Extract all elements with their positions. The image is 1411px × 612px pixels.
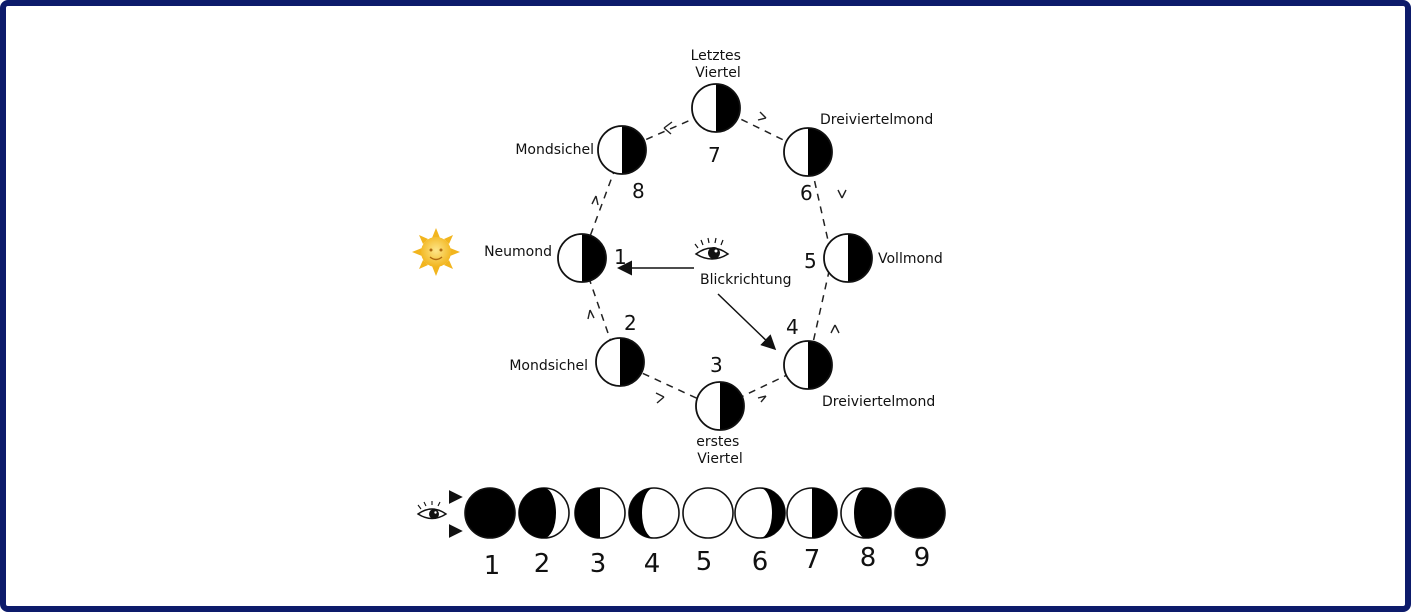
- strip-moon-5: [682, 487, 734, 539]
- orbit-number-8: 8: [632, 179, 645, 203]
- strip-moon-7: [786, 487, 838, 539]
- strip-number-4: 4: [644, 549, 661, 579]
- orbit-number-2: 2: [624, 311, 637, 335]
- orbit-number-5: 5: [804, 249, 817, 273]
- orbit-label-dreiviertelmond-4: Dreiviertelmond: [822, 394, 935, 410]
- sun-icon: [412, 228, 460, 276]
- orbit-label-mondsichel-2: Mondsichel: [509, 358, 588, 374]
- orbit-moon-1: [557, 233, 607, 283]
- orbit-number-6: 6: [800, 181, 813, 205]
- eye-icon: [416, 501, 448, 520]
- orbit-label-mondsichel-8: Mondsichel: [515, 142, 594, 158]
- orbit-moon-8: [597, 125, 647, 175]
- orbit-label-neumond: Neumond: [484, 244, 552, 260]
- strip-moon-8: [840, 487, 892, 539]
- strip-number-8: 8: [860, 543, 877, 573]
- orbit-number-7: 7: [708, 143, 721, 167]
- strip-moon-1: [464, 487, 516, 539]
- strip-moon-9: [894, 487, 946, 539]
- orbit-moon-4: [783, 340, 833, 390]
- strip-number-6: 6: [752, 547, 769, 577]
- strip-moon-4: [628, 487, 680, 539]
- view-arrow-to-4: [717, 293, 777, 351]
- orbit-label-erstes-viertel: erstes Viertel: [696, 434, 744, 467]
- orbit-number-3: 3: [710, 353, 723, 377]
- orbit-label-vollmond: Vollmond: [878, 251, 943, 267]
- orbit-direction-markers: [587, 111, 847, 404]
- strip-moon-2: [518, 487, 570, 539]
- strip-number-1: 1: [484, 551, 501, 581]
- orbit-moon-7: [691, 83, 741, 133]
- orbit-number-1: 1: [614, 245, 627, 269]
- strip-moon-3: [574, 487, 626, 539]
- eye-icon: [694, 237, 730, 260]
- view-direction-label: Blickrichtung: [700, 272, 792, 288]
- strip-number-7: 7: [804, 545, 821, 575]
- strip-number-3: 3: [590, 549, 607, 579]
- strip-number-5: 5: [696, 547, 713, 577]
- orbit-moon-6: [783, 127, 833, 177]
- orbit-moon-5: [823, 233, 873, 283]
- strip-moon-6: [734, 487, 786, 539]
- strip-number-2: 2: [534, 549, 551, 579]
- orbit-number-4: 4: [786, 315, 799, 339]
- orbit-label-dreiviertelmond-6: Dreiviertelmond: [820, 112, 933, 128]
- orbit-moon-2: [595, 337, 645, 387]
- orbit-label-letztes-viertel: Letztes Viertel: [691, 48, 746, 81]
- orbit-moon-3: [695, 381, 745, 431]
- strip-number-9: 9: [914, 543, 931, 573]
